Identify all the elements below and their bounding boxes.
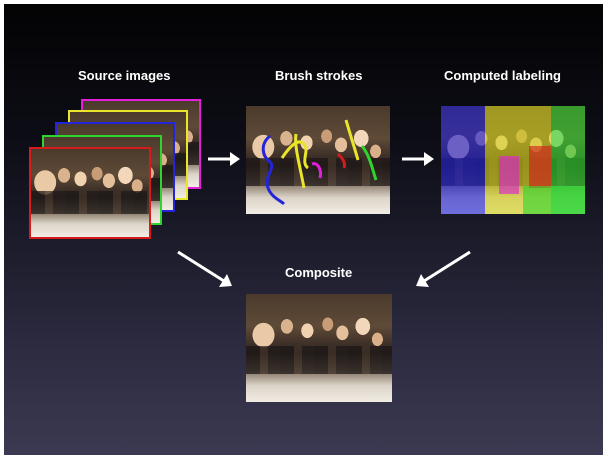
arrow-right-icon — [208, 152, 240, 166]
composite-image — [246, 294, 392, 402]
label-region-blue — [441, 106, 485, 214]
label-source-images: Source images — [78, 68, 171, 83]
source-image-red — [29, 147, 151, 239]
arrow-down-right-icon — [177, 250, 232, 287]
label-computed-labeling: Computed labeling — [444, 68, 561, 83]
brush-strokes-image — [246, 106, 390, 214]
slide: Source images Brush strokes Computed lab… — [4, 4, 603, 455]
label-region-magenta — [499, 156, 519, 194]
label-brush-strokes: Brush strokes — [275, 68, 363, 83]
label-region-red — [529, 146, 551, 188]
computed-labeling-image — [441, 106, 585, 214]
label-composite: Composite — [285, 265, 353, 280]
label-region-green-lower — [523, 186, 585, 214]
brush-stroke-overlay — [261, 119, 378, 206]
arrow-down-left-icon — [416, 250, 471, 287]
arrow-right-icon — [402, 152, 434, 166]
